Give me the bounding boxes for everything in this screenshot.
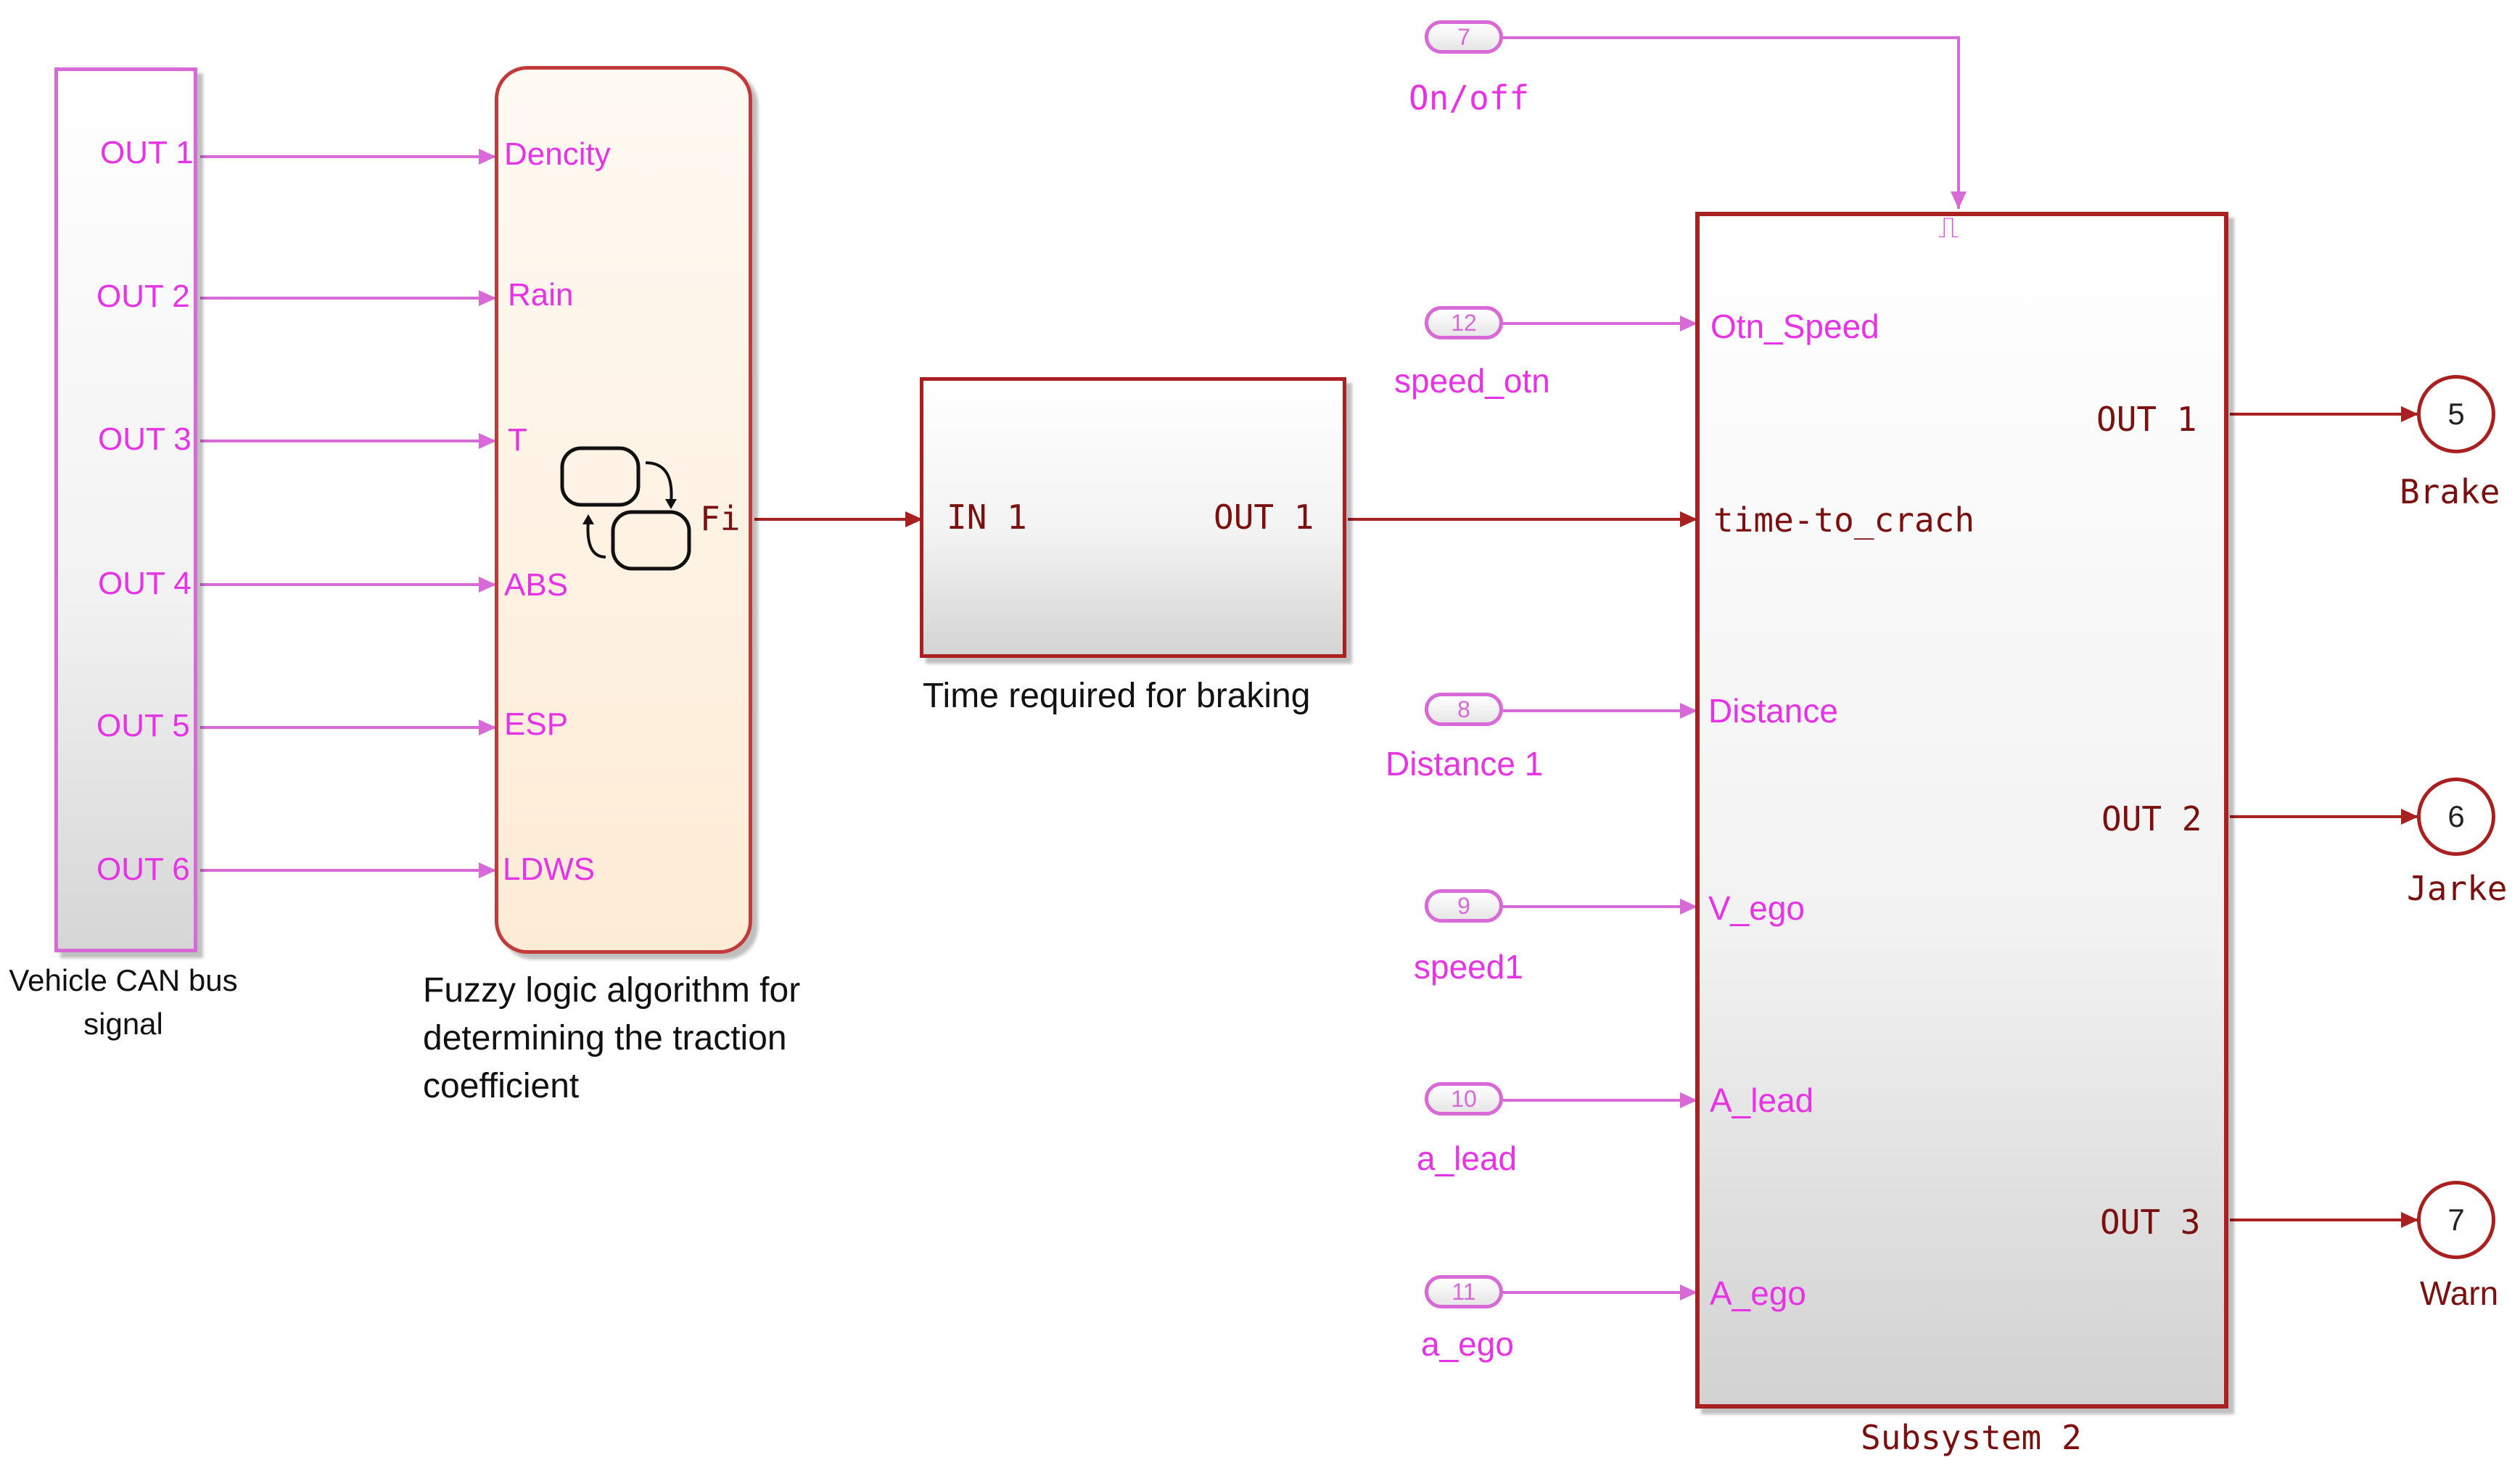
a-lead-line-arrowhead <box>1680 1092 1697 1108</box>
bus-to-fuzzy-line-3-arrowhead <box>479 433 496 449</box>
inport-9[interactable]: 9 <box>1425 889 1503 923</box>
bus-caption: Vehicle CAN bus signal <box>9 963 238 1041</box>
bus-out-2: OUT 2 <box>96 279 190 314</box>
bus-to-fuzzy-line-6-arrowhead <box>479 862 496 878</box>
bus-to-fuzzy-line-5-arrowhead <box>479 719 496 735</box>
fuzzy-in-rain: Rain <box>508 277 574 313</box>
sub-in-otn-speed: Otn_Speed <box>1710 308 1879 345</box>
time-to-subsystem-line-arrowhead <box>1680 511 1697 527</box>
braking-time-block[interactable] <box>920 377 1346 658</box>
bus-out-3: OUT 3 <box>98 421 192 457</box>
sub-out-3: OUT 3 <box>2100 1203 2201 1242</box>
stateflow-chart-icon <box>560 446 691 571</box>
fuzzy-in-ldws: LDWS <box>503 851 596 887</box>
fuzzy-logic-chart-block[interactable] <box>495 66 752 954</box>
fuzzy-caption: Fuzzy logic algorithm for determining th… <box>423 967 800 1110</box>
inport-8-label: Distance 1 <box>1385 745 1544 783</box>
out3-to-warn-line-arrowhead <box>2401 1212 2418 1228</box>
outport-6[interactable]: 6 <box>2417 778 2495 856</box>
outport-6-label: Jarke <box>2407 869 2508 908</box>
sub-in-a-ego: A_ego <box>1710 1274 1807 1312</box>
outport-5-label: Brake <box>2400 472 2500 511</box>
bus-out-5: OUT 5 <box>96 708 190 743</box>
inport-12[interactable]: 12 <box>1425 306 1503 339</box>
a-ego-line-arrowhead <box>1680 1284 1697 1300</box>
speed1-line-arrowhead <box>1680 899 1697 915</box>
sub-in-time-to-crach: time-to_crach <box>1713 500 1975 540</box>
distance-line-arrowhead <box>1680 703 1697 719</box>
can-bus-block[interactable] <box>54 67 197 952</box>
sub-out-1: OUT 1 <box>2096 400 2197 439</box>
trigger-port-icon: ⎍ <box>1938 212 1959 244</box>
onoff-to-trigger-line <box>1503 36 1960 209</box>
fuzzy-to-time-line-arrowhead <box>905 511 923 527</box>
outport-7-label: Warn <box>2420 1274 2499 1312</box>
bus-out-6: OUT 6 <box>96 851 190 887</box>
sub-in-distance: Distance <box>1708 692 1838 730</box>
out1-to-brake-line-arrowhead <box>2401 406 2418 422</box>
fuzzy-out-fi: Fi <box>700 499 741 538</box>
fuzzy-caption-line-3: coefficient <box>423 1067 580 1105</box>
subsystem-2-block[interactable] <box>1695 212 2228 1409</box>
inport-10-label: a_lead <box>1417 1139 1518 1177</box>
fuzzy-caption-line-2: determining the traction <box>423 1019 787 1057</box>
inport-12-label: speed_otn <box>1394 362 1550 400</box>
bus-to-fuzzy-line-4-arrowhead <box>479 577 496 593</box>
inport-11[interactable]: 11 <box>1425 1275 1503 1308</box>
fuzzy-caption-line-1: Fuzzy logic algorithm for <box>423 971 801 1010</box>
time-out-1: OUT 1 <box>1214 498 1314 537</box>
fuzzy-in-t: T <box>508 422 527 458</box>
onoff-to-trigger-line-arrowhead <box>1951 191 1967 209</box>
inport-7-label: On/off <box>1409 78 1530 117</box>
sub-in-a-lead: A_lead <box>1710 1081 1814 1119</box>
outport-7[interactable]: 7 <box>2417 1181 2495 1259</box>
sub-out-2: OUT 2 <box>2101 799 2202 838</box>
inport-9-label: speed1 <box>1414 948 1523 986</box>
fuzzy-in-abs: ABS <box>504 567 569 603</box>
outport-5[interactable]: 5 <box>2417 375 2495 453</box>
bus-out-4: OUT 4 <box>98 566 192 601</box>
time-caption: Time required for braking <box>923 677 1311 715</box>
inport-8[interactable]: 8 <box>1425 693 1503 726</box>
out2-to-jarke-line-arrowhead <box>2401 809 2418 825</box>
inport-10[interactable]: 10 <box>1425 1082 1503 1116</box>
sub-in-v-ego: V_ego <box>1708 889 1805 927</box>
speed-otn-line-arrowhead <box>1680 316 1697 331</box>
bus-to-fuzzy-line-2-arrowhead <box>479 290 496 306</box>
inport-11-label: a_ego <box>1421 1325 1514 1363</box>
bus-out-1: OUT 1 <box>100 135 194 170</box>
fuzzy-in-esp: ESP <box>504 706 569 742</box>
inport-7[interactable]: 7 <box>1425 20 1503 54</box>
subsystem-caption: Subsystem 2 <box>1861 1418 2082 1457</box>
time-in-1: IN 1 <box>947 498 1027 537</box>
bus-to-fuzzy-line-1-arrowhead <box>479 149 496 165</box>
fuzzy-in-dencity: Dencity <box>504 136 611 172</box>
